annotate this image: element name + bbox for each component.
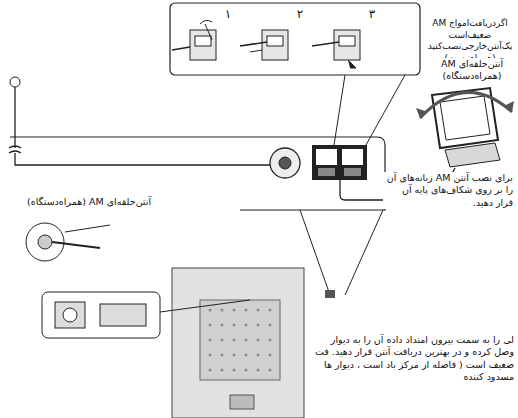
terminal-slot — [316, 149, 337, 165]
coax-pin — [279, 157, 291, 169]
note-text: برای نصب آنتن AM زبانه‌های آن را بر روی … — [383, 172, 513, 209]
panel-label-plate — [230, 395, 254, 409]
note-text: آنتن‌حلقه‌ای AM (همراه‌دستگاه) — [24, 196, 154, 208]
vent-holes — [209, 309, 272, 372]
external-antenna-tip — [10, 77, 20, 87]
inset-connector — [63, 308, 77, 322]
inset-connector — [55, 302, 85, 328]
panel-jack — [325, 290, 335, 298]
inset-connector — [100, 304, 146, 326]
terminal-step-3 — [312, 30, 360, 68]
zoom-outline — [10, 137, 385, 210]
callout-number: ۳ — [362, 7, 382, 23]
terminal-block — [312, 145, 367, 180]
terminal-lever — [318, 168, 335, 176]
coax-connector — [270, 148, 300, 178]
antenna-wire — [9, 87, 270, 165]
terminal-lever — [344, 168, 361, 176]
callout-number: ۲ — [290, 7, 310, 23]
terminal-step-2 — [240, 30, 288, 60]
callout-number: ۱ — [218, 7, 238, 23]
step-callout-box — [170, 3, 420, 75]
inset-leader — [65, 225, 110, 232]
zoom-lines — [334, 75, 405, 145]
terminal-slot — [342, 149, 363, 165]
inset-leader — [160, 300, 250, 312]
note-text: آنتن‌حلقه‌ای AM (همراه‌دستگاه) — [432, 58, 512, 83]
speaker-area — [200, 300, 280, 380]
zoom-lines — [300, 210, 383, 295]
inset-plug — [38, 235, 52, 249]
rear-panel — [172, 268, 304, 418]
inset-box — [42, 292, 160, 338]
terminal-step-1 — [172, 20, 216, 60]
inset-cable — [52, 242, 100, 248]
note-text: لی را به سمت بیرون امتداد داده آن را به … — [308, 334, 514, 383]
loop-antenna — [416, 88, 514, 167]
